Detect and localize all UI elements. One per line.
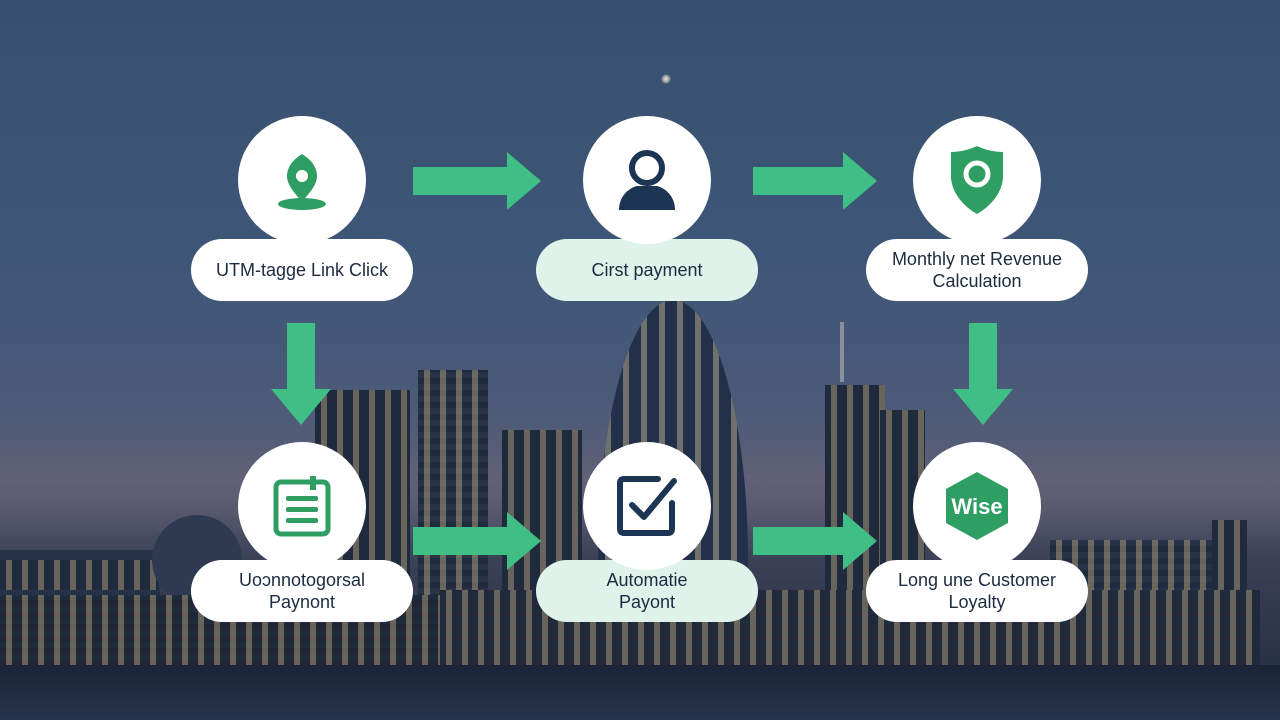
label-line: UTM-tagge Link Click (215, 260, 389, 280)
arrow-down-icon (271, 323, 331, 425)
river (0, 665, 1280, 720)
node-customer-loyalty-icon-circle: Wise (913, 442, 1041, 570)
node-unconventional-payment-icon-circle (238, 442, 366, 570)
node-utm-click-icon-circle (238, 116, 366, 244)
label-line: Automatie (606, 570, 688, 590)
arrow-right-icon (753, 152, 877, 210)
wise-logo-text: Wise (951, 494, 1002, 519)
node-automatic-payment-icon-circle (583, 442, 711, 570)
antenna (840, 322, 844, 382)
building-lit-floor (0, 560, 158, 590)
label-line: Cirst payment (591, 260, 703, 280)
node-unconventional-payment-label: Uoɔnnotogorsal Paynont (191, 560, 413, 622)
label-line: Loyalty (948, 592, 1006, 612)
node-customer-loyalty-label: Long une Customer Loyalty (866, 560, 1088, 622)
label-line: Long une Customer (897, 570, 1057, 590)
location-pin-icon (278, 154, 326, 210)
shield-icon (951, 146, 1003, 214)
label-line: Paynont (268, 592, 336, 612)
node-automatic-payment-label: Automatie Payont (536, 560, 758, 622)
wise-logo-icon: Wise (946, 472, 1008, 540)
arrow-right-icon (753, 512, 877, 570)
label-line: Uoɔnnotogorsal (238, 570, 366, 590)
node-monthly-revenue-icon-circle (913, 116, 1041, 244)
arrow-right-icon (413, 152, 541, 210)
user-icon (619, 150, 675, 210)
node-first-payment-label: Cirst payment (536, 239, 758, 301)
node-monthly-revenue-label: Monthly net Revenue Calculation (866, 239, 1088, 301)
clipboard-list-icon (273, 476, 331, 537)
star-light (661, 74, 671, 84)
node-utm-click-label: UTM-tagge Link Click (191, 239, 413, 301)
arrow-right-icon (413, 512, 541, 570)
label-line: Monthly net Revenue (891, 249, 1063, 269)
arrow-down-icon (953, 323, 1013, 425)
checkbox-checked-icon (617, 476, 677, 536)
label-line: Calculation (932, 271, 1022, 291)
node-first-payment-icon-circle (583, 116, 711, 244)
label-line: Payont (618, 592, 676, 612)
